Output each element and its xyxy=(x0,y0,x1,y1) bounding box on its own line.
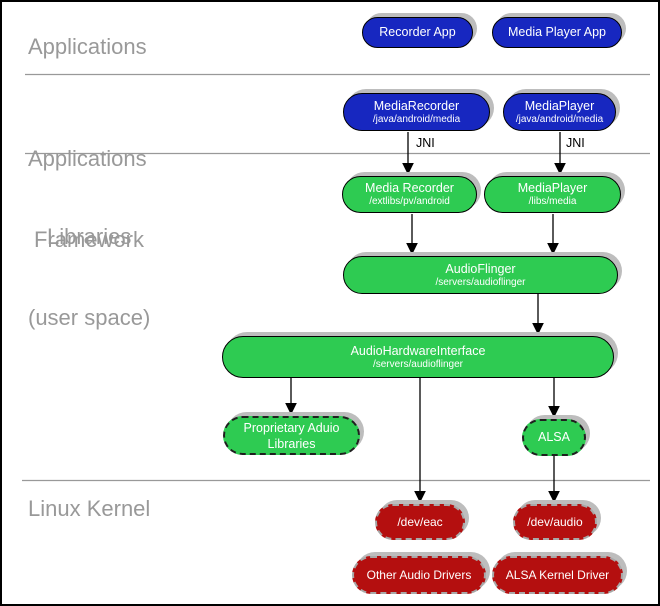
node-recorder-app: Recorder App xyxy=(362,17,473,48)
node-path: /servers/audioflinger xyxy=(435,276,526,288)
node-proprietary-audio-libraries: Proprietary Aduio Libraries xyxy=(223,416,360,455)
node-title: AudioFlinger xyxy=(445,261,516,276)
node-alsa: ALSA xyxy=(522,419,586,456)
node-dev-eac: /dev/eac xyxy=(375,504,465,540)
node-path: /extlibs/pv/android xyxy=(369,196,450,207)
section-label-linux-kernel: Linux Kernel xyxy=(28,496,151,521)
node-title: Recorder App xyxy=(379,25,456,39)
node-other-audio-drivers: Other Audio Drivers xyxy=(352,556,486,594)
node-mediaplayer-lib: MediaPlayer /libs/media xyxy=(484,176,621,213)
node-mediaplayer-framework: MediaPlayer /java/android/media xyxy=(503,93,616,131)
node-title-line1: Proprietary Aduio xyxy=(243,420,340,435)
node-title: MediaRecorder xyxy=(373,98,460,113)
node-title: /dev/eac xyxy=(397,514,443,529)
node-title: MediaPlayer xyxy=(517,181,588,195)
section-label-applications-framework: Applications Framework xyxy=(28,146,147,252)
node-title-line2: Libraries xyxy=(267,436,316,451)
node-title: ALSA Kernel Driver xyxy=(505,567,610,582)
node-media-player-app: Media Player App xyxy=(492,17,622,48)
node-audioflinger: AudioFlinger /servers/audioflinger xyxy=(343,256,618,294)
node-mediarecorder-framework: MediaRecorder /java/android/media xyxy=(343,93,490,131)
node-title: AudioHardwareInterface xyxy=(350,343,486,358)
node-path: /java/android/media xyxy=(515,113,604,125)
node-title: /dev/audio xyxy=(527,514,583,529)
node-title: Media Player App xyxy=(508,25,606,39)
section-label-applications: Applications xyxy=(28,34,147,59)
edge-label-jni-left: JNI xyxy=(416,136,435,150)
node-path: /java/android/media xyxy=(372,113,461,125)
node-path: /servers/audioflinger xyxy=(372,358,464,370)
node-media-recorder-lib: Media Recorder /extlibs/pv/android xyxy=(342,176,477,213)
node-audiohardwareinterface: AudioHardwareInterface /servers/audiofli… xyxy=(222,336,614,378)
node-title: MediaPlayer xyxy=(524,98,595,113)
section-label-libraries: Libraries (user space) xyxy=(28,224,151,330)
node-title: Other Audio Drivers xyxy=(366,567,472,582)
node-path: /libs/media xyxy=(528,196,577,207)
node-alsa-kernel-driver: ALSA Kernel Driver xyxy=(492,556,623,594)
edge-label-jni-right: JNI xyxy=(566,136,585,150)
node-dev-audio: /dev/audio xyxy=(513,504,597,540)
node-title: ALSA xyxy=(538,430,570,444)
node-title: Media Recorder xyxy=(365,181,454,195)
